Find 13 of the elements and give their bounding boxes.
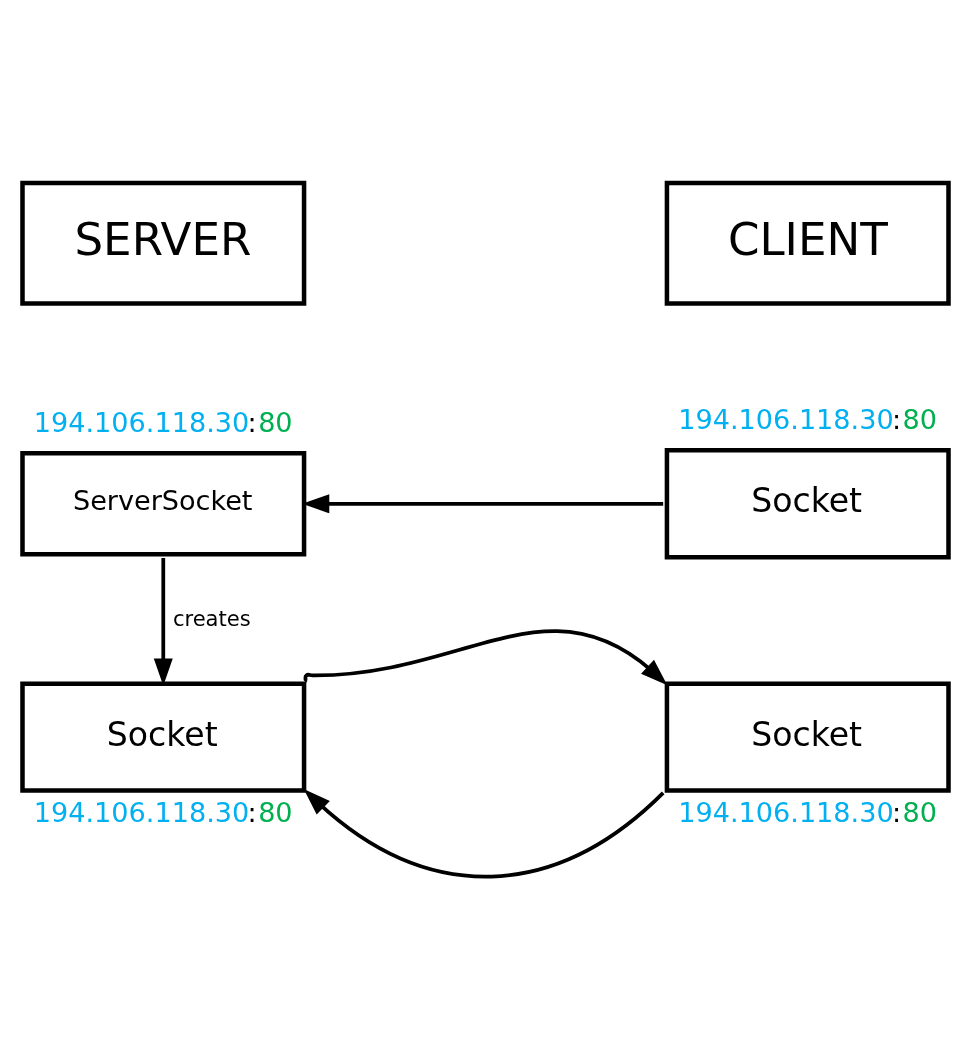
- node-box: Socket: [664, 680, 951, 793]
- arrow: [303, 788, 665, 878]
- node-box: Socket: [20, 680, 307, 793]
- node-label: 194.106.118.30:80: [33, 796, 293, 828]
- node-box: SERVER: [20, 180, 307, 306]
- node-box: Socket: [664, 447, 951, 559]
- node-label: 194.106.118.30:80: [33, 406, 293, 438]
- node-label: 194.106.118.30:80: [678, 403, 938, 435]
- node-label: 194.106.118.30:80: [678, 796, 938, 828]
- node-box: ServerSocket: [20, 450, 307, 556]
- edge-label: creates: [172, 605, 251, 631]
- arrow: [302, 628, 668, 685]
- node-box: CLIENT: [664, 180, 951, 306]
